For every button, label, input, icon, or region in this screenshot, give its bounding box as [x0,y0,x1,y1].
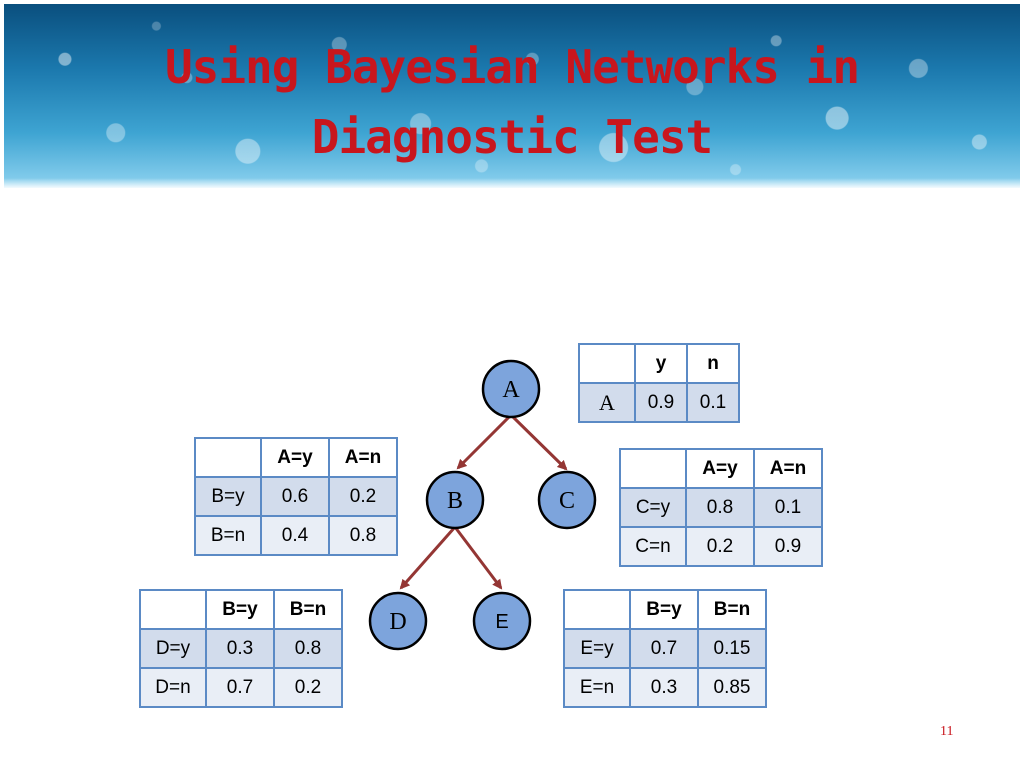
table-row: C=y 0.8 0.1 [619,487,823,528]
table-row: C=n 0.2 0.9 [619,526,823,567]
table-header-row: A=y A=n [194,437,398,478]
row-header: B=y [194,476,262,517]
node-e: E [472,591,532,651]
edge-b-e [453,526,503,590]
node-e-label: E [495,611,508,633]
table-cell: 0.9 [753,526,823,567]
table-cell: 0.1 [686,382,740,423]
table-cell: 0.1 [753,487,823,528]
row-header: D=y [139,628,207,669]
title-line-1: Using Bayesian Networks in [164,40,860,94]
table-row: E=n 0.3 0.85 [563,667,767,708]
col-header: A=n [328,437,398,478]
table-header-row: y n [578,343,740,384]
col-header: y [634,343,688,384]
table-cell: 0.8 [328,515,398,556]
table-header-row: B=y B=n [563,589,767,630]
row-header: C=y [619,487,687,528]
table-cell: 0.15 [697,628,767,669]
table-cell: 0.7 [205,667,275,708]
page-number: 11 [940,724,954,739]
col-header: A=y [260,437,330,478]
node-a-label: A [502,377,520,403]
corner-cell [578,343,636,384]
table-row: D=n 0.7 0.2 [139,667,343,708]
cpt-table-b: A=y A=n B=y 0.6 0.2 B=n 0.4 0.8 [194,437,398,556]
row-header: E=n [563,667,631,708]
table-cell: 0.9 [634,382,688,423]
corner-cell [139,589,207,630]
header-banner: Using Bayesian Networks in Diagnostic Te… [4,4,1020,188]
corner-cell [563,589,631,630]
node-c-label: C [559,488,575,514]
col-header: A=y [685,448,755,489]
table-row: A 0.9 0.1 [578,382,740,423]
row-header: B=n [194,515,262,556]
col-header: n [686,343,740,384]
edge-a-b [456,413,513,470]
col-header: B=n [273,589,343,630]
row-header: D=n [139,667,207,708]
col-header: B=n [697,589,767,630]
table-cell: 0.2 [328,476,398,517]
table-cell: 0.3 [629,667,699,708]
table-cell: 0.3 [205,628,275,669]
node-c: C [537,470,597,530]
cpt-table-c: A=y A=n C=y 0.8 0.1 C=n 0.2 0.9 [619,448,823,567]
table-cell: 0.8 [273,628,343,669]
slide-title: Using Bayesian Networks in Diagnostic Te… [4,32,1020,172]
table-cell: 0.6 [260,476,330,517]
cpt-table-e: B=y B=n E=y 0.7 0.15 E=n 0.3 0.85 [563,589,767,708]
title-line-2: Diagnostic Test [311,110,713,164]
edge-a-c [509,413,568,471]
row-header: A [578,382,636,423]
table-cell: 0.2 [273,667,343,708]
table-cell: 0.85 [697,667,767,708]
col-header: A=n [753,448,823,489]
table-row: B=y 0.6 0.2 [194,476,398,517]
node-b: B [425,470,485,530]
node-d: D [368,591,428,651]
table-row: E=y 0.7 0.15 [563,628,767,669]
corner-cell [619,448,687,489]
table-header-row: B=y B=n [139,589,343,630]
col-header: B=y [205,589,275,630]
col-header: B=y [629,589,699,630]
node-d-label: D [389,609,406,635]
table-header-row: A=y A=n [619,448,823,489]
edge-b-d [399,526,457,590]
row-header: C=n [619,526,687,567]
cpt-table-d: B=y B=n D=y 0.3 0.8 D=n 0.7 0.2 [139,589,343,708]
cpt-table-a: y n A 0.9 0.1 [578,343,740,423]
table-cell: 0.8 [685,487,755,528]
row-header: E=y [563,628,631,669]
table-row: B=n 0.4 0.8 [194,515,398,556]
node-b-label: B [447,488,463,514]
table-cell: 0.2 [685,526,755,567]
table-cell: 0.4 [260,515,330,556]
table-row: D=y 0.3 0.8 [139,628,343,669]
node-a: A [481,359,541,419]
corner-cell [194,437,262,478]
table-cell: 0.7 [629,628,699,669]
